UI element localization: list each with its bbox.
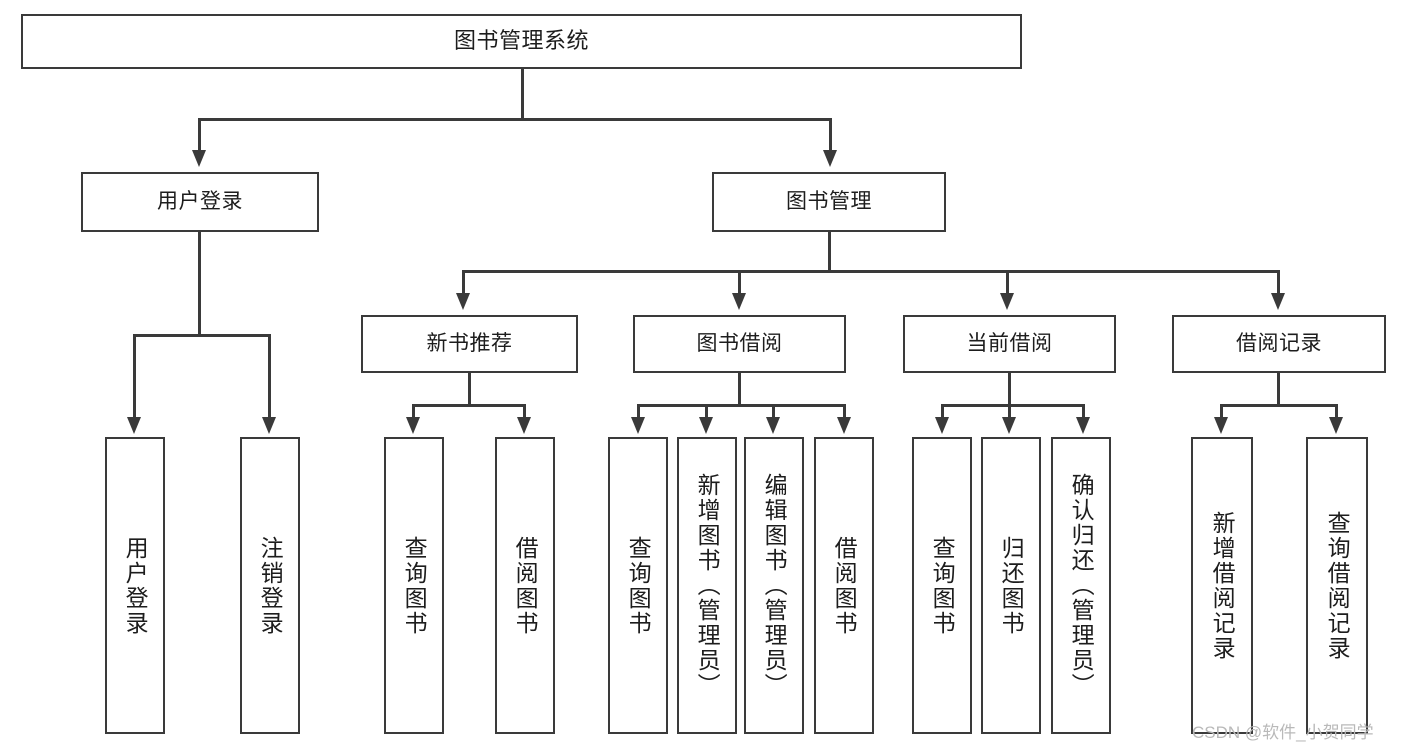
leaf-query-book-current[interactable]: 查询图书	[912, 437, 972, 734]
connector-currentborrow-drop-1	[941, 404, 944, 419]
leaf-logout[interactable]: 注销登录	[240, 437, 300, 734]
node-label: 编辑图书（管理员）	[761, 473, 788, 698]
node-label: 图书借阅	[696, 332, 783, 356]
connector-root-bus	[198, 118, 832, 121]
node-label: 当前借阅	[966, 332, 1053, 356]
watermark-text: CSDN @软件_小贺同学	[1192, 723, 1374, 742]
arrowhead-icon	[517, 417, 531, 434]
arrowhead-icon	[837, 417, 851, 434]
connector-bookmgmt-drop-1	[462, 270, 465, 295]
node-label: 图书管理系统	[453, 28, 589, 54]
connector-bookborrow-drop-1	[637, 404, 640, 419]
leaf-add-book-admin[interactable]: 新增图书（管理员）	[677, 437, 737, 734]
leaf-add-borrow-record[interactable]: 新增借阅记录	[1191, 437, 1253, 734]
arrowhead-icon	[1214, 417, 1228, 434]
connector-bookborrow-drop-3	[772, 404, 775, 419]
connector-newbook-stem	[468, 373, 471, 406]
connector-newbook-drop-2	[523, 404, 526, 419]
connector-bookmgmt-stem	[828, 232, 831, 272]
connector-bookmgmt-drop-4	[1277, 270, 1280, 295]
connector-bookmgmt-drop-3	[1006, 270, 1009, 295]
connector-userlogin-drop-2	[268, 334, 271, 419]
leaf-edit-book-admin[interactable]: 编辑图书（管理员）	[744, 437, 804, 734]
node-book-borrow[interactable]: 图书借阅	[633, 315, 846, 373]
leaf-user-login[interactable]: 用户登录	[105, 437, 165, 734]
arrowhead-icon	[1271, 293, 1285, 310]
connector-userlogin-stem	[198, 232, 201, 335]
leaf-borrow-book[interactable]: 借阅图书	[814, 437, 874, 734]
arrowhead-icon	[406, 417, 420, 434]
connector-currentborrow-bus	[941, 404, 1084, 407]
node-user-login[interactable]: 用户登录	[81, 172, 319, 232]
node-label: 查询借阅记录	[1324, 510, 1351, 661]
arrowhead-icon	[732, 293, 746, 310]
connector-borrowrecord-drop-2	[1335, 404, 1338, 419]
connector-borrowrecord-stem	[1277, 373, 1280, 406]
connector-root-drop-right	[829, 118, 832, 152]
connector-bookborrow-drop-4	[843, 404, 846, 419]
node-label: 查询图书	[929, 535, 956, 636]
node-label: 借阅图书	[512, 535, 539, 636]
connector-bookmgmt-bus	[462, 270, 1279, 273]
arrowhead-icon	[699, 417, 713, 434]
connector-bookborrow-stem	[738, 373, 741, 406]
node-label: 用户登录	[157, 190, 243, 214]
connector-currentborrow-drop-3	[1082, 404, 1085, 419]
arrowhead-icon	[262, 417, 276, 434]
node-label: 用户登录	[122, 535, 149, 636]
connector-currentborrow-drop-2	[1008, 404, 1011, 419]
arrowhead-icon	[1002, 417, 1016, 434]
connector-userlogin-bus	[133, 334, 270, 337]
node-label: 确认归还（管理员）	[1068, 473, 1095, 698]
node-label: 归还图书	[998, 535, 1025, 636]
arrowhead-icon	[127, 417, 141, 434]
connector-currentborrow-stem	[1008, 373, 1011, 406]
arrowhead-icon	[766, 417, 780, 434]
node-label: 借阅记录	[1236, 332, 1322, 356]
node-borrow-record[interactable]: 借阅记录	[1172, 315, 1386, 373]
arrowhead-icon	[631, 417, 645, 434]
node-new-book-recommend[interactable]: 新书推荐	[361, 315, 578, 373]
arrowhead-icon	[456, 293, 470, 310]
node-book-management[interactable]: 图书管理	[712, 172, 946, 232]
node-label: 新增借阅记录	[1209, 510, 1236, 661]
arrowhead-icon	[1076, 417, 1090, 434]
leaf-return-book[interactable]: 归还图书	[981, 437, 1041, 734]
node-label: 注销登录	[257, 535, 284, 636]
leaf-query-book-recommend[interactable]: 查询图书	[384, 437, 444, 734]
arrowhead-icon	[823, 150, 837, 167]
connector-bookborrow-bus	[637, 404, 845, 407]
connector-newbook-drop-1	[412, 404, 415, 419]
connector-newbook-bus	[412, 404, 525, 407]
node-current-borrow[interactable]: 当前借阅	[903, 315, 1116, 373]
node-label: 查询图书	[625, 535, 652, 636]
node-root-system[interactable]: 图书管理系统	[21, 14, 1022, 69]
arrowhead-icon	[1329, 417, 1343, 434]
connector-root-stem	[521, 69, 524, 119]
connector-userlogin-drop-1	[133, 334, 136, 419]
connector-bookborrow-drop-2	[705, 404, 708, 419]
connector-borrowrecord-drop-1	[1220, 404, 1223, 419]
node-label: 查询图书	[401, 535, 428, 636]
arrowhead-icon	[935, 417, 949, 434]
arrowhead-icon	[1000, 293, 1014, 310]
node-label: 图书管理	[786, 190, 872, 214]
arrowhead-icon	[192, 150, 206, 167]
leaf-borrow-book-recommend[interactable]: 借阅图书	[495, 437, 555, 734]
leaf-query-book-borrow[interactable]: 查询图书	[608, 437, 668, 734]
node-label: 借阅图书	[831, 535, 858, 636]
leaf-confirm-return-admin[interactable]: 确认归还（管理员）	[1051, 437, 1111, 734]
leaf-query-borrow-record[interactable]: 查询借阅记录	[1306, 437, 1368, 734]
connector-borrowrecord-bus	[1220, 404, 1337, 407]
node-label: 新书推荐	[426, 332, 513, 356]
connector-root-drop-left	[198, 118, 201, 152]
node-label: 新增图书（管理员）	[694, 473, 721, 698]
connector-bookmgmt-drop-2	[738, 270, 741, 295]
